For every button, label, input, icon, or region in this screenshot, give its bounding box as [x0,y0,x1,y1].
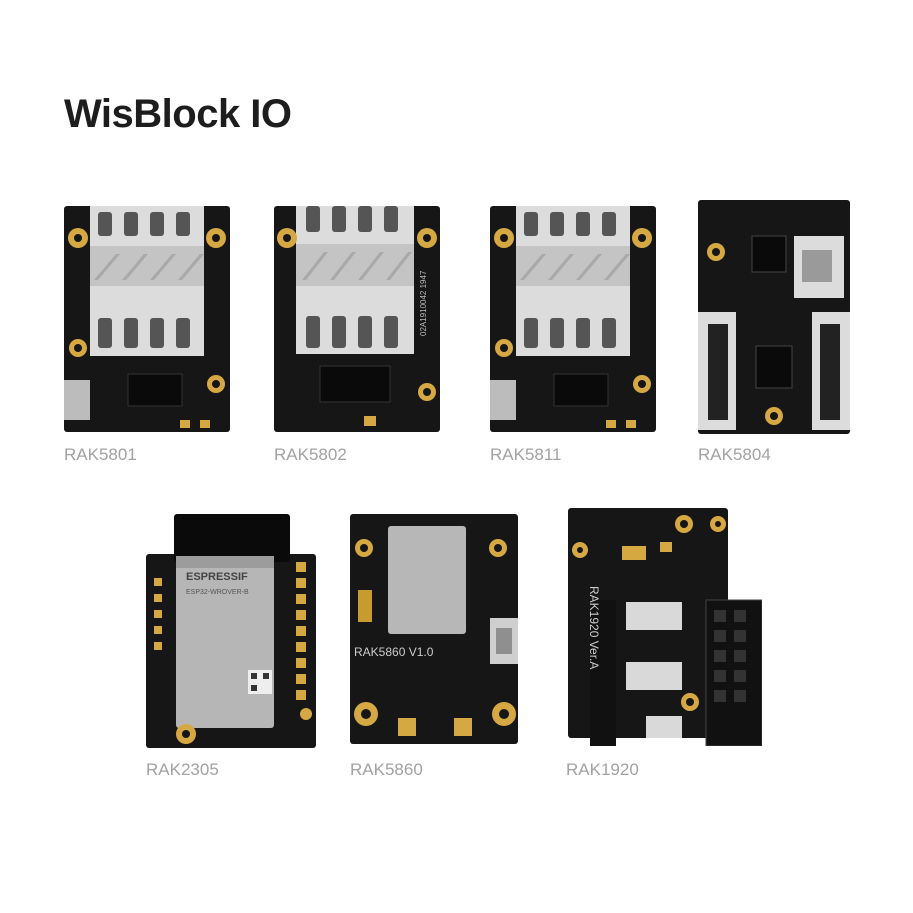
page-title: WisBlock IO [64,92,292,136]
rak5801-board-image [64,206,230,432]
module-label: RAK5811 [490,445,562,464]
rak2305-board-image: ESPRESSIF ESP32-WROVER-B [146,514,316,748]
rak5811-board-image [490,206,656,432]
rak5860-board-image: RAK5860 V1.0 [350,514,518,744]
rak5802-board-image: 02A1910042 1947 [274,206,440,432]
esp-brand: ESPRESSIF [186,571,248,583]
module-label: RAK5804 [698,445,771,464]
module-label: RAK5802 [274,445,347,464]
module-label: RAK2305 [146,760,219,779]
rak1920-text: RAK1920 Ver.A [587,586,601,669]
module-label: RAK5801 [64,445,137,464]
rak5804-board-image [698,200,850,434]
rak5860-text: RAK5860 V1.0 [354,645,434,659]
module-label: RAK1920 [566,760,639,779]
module-label: RAK5860 [350,760,423,779]
esp-model: ESP32-WROVER-B [186,589,249,596]
rak1920-board-image: RAK1920 Ver.A [566,506,762,746]
rak5802-code: 02A1910042 1947 [419,270,428,336]
